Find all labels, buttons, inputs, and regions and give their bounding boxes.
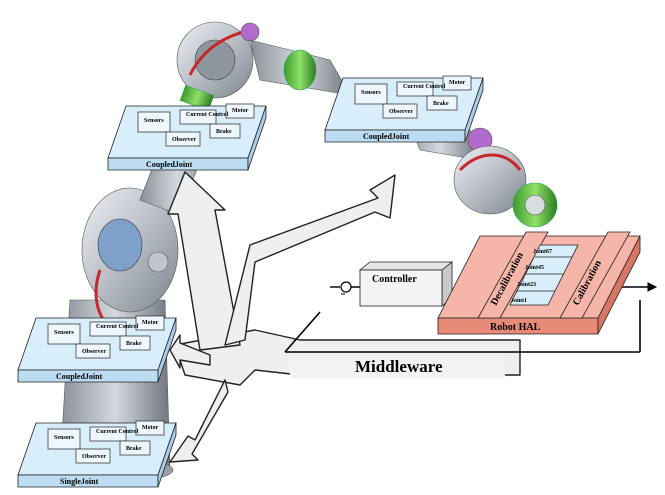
module-bottom-left: Sensors Current Control Motor Observer B… — [17, 420, 177, 488]
module-title: CoupledJoint — [363, 132, 410, 141]
block-current-control: Current Control — [96, 429, 139, 435]
controller-label: Controller — [372, 274, 417, 285]
block-brake: Brake — [126, 446, 142, 452]
block-sensors: Sensors — [144, 118, 164, 124]
block-current-control: Current Control — [403, 84, 446, 90]
module-top-left: Sensors Current Control Motor Observer B… — [107, 103, 267, 171]
middleware-label: Middleware — [355, 357, 443, 376]
block-observer: Observer — [82, 349, 106, 355]
hal-joint-23: Joint23 — [517, 282, 536, 288]
block-motor: Motor — [142, 320, 159, 326]
block-observer: Observer — [389, 109, 413, 115]
module-mid-left: Sensors Current Control Motor Observer B… — [17, 315, 177, 383]
module-title: CoupledJoint — [146, 160, 193, 169]
block-brake: Brake — [126, 341, 142, 347]
hal-joint-1: Joint1 — [511, 298, 527, 304]
block-observer: Observer — [82, 454, 106, 460]
controller-box: Controller — [358, 261, 454, 307]
block-observer: Observer — [172, 137, 196, 143]
block-brake: Brake — [216, 129, 232, 135]
block-motor: Motor — [449, 80, 466, 86]
block-sensors: Sensors — [54, 330, 74, 336]
robot-hal: Decalibration Calibration Joint67 Joint4… — [437, 231, 641, 335]
block-motor: Motor — [142, 425, 159, 431]
middleware-bar: Middleware — [290, 350, 505, 378]
hal-joint-67: Joint67 — [533, 249, 552, 255]
module-title: CoupledJoint — [56, 372, 103, 381]
module-title: SingleJoint — [60, 477, 99, 486]
hal-label: Robot HAL — [490, 322, 541, 333]
block-brake: Brake — [433, 101, 449, 107]
hal-joint-45: Joint45 — [525, 265, 544, 271]
block-sensors: Sensors — [361, 90, 381, 96]
hal-joint-stack: Joint67 Joint45 Joint23 Joint1 — [509, 244, 579, 306]
block-motor: Motor — [232, 108, 249, 114]
block-sensors: Sensors — [54, 435, 74, 441]
block-current-control: Current Control — [186, 112, 229, 118]
block-current-control: Current Control — [96, 324, 139, 330]
module-top-right: Sensors Current Control Motor Observer B… — [324, 75, 484, 143]
